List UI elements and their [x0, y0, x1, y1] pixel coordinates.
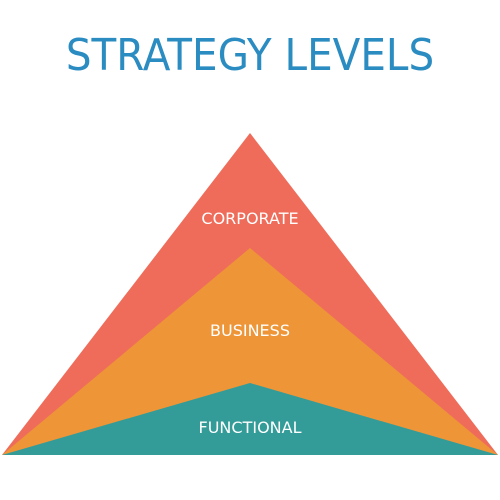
- page-title: STRATEGY LEVELS: [65, 30, 435, 81]
- business-layer: [2, 248, 498, 455]
- business-label: BUSINESS: [210, 321, 290, 340]
- functional-label: FUNCTIONAL: [199, 418, 302, 437]
- corporate-label: CORPORATE: [201, 209, 298, 228]
- functional-layer: [2, 383, 498, 455]
